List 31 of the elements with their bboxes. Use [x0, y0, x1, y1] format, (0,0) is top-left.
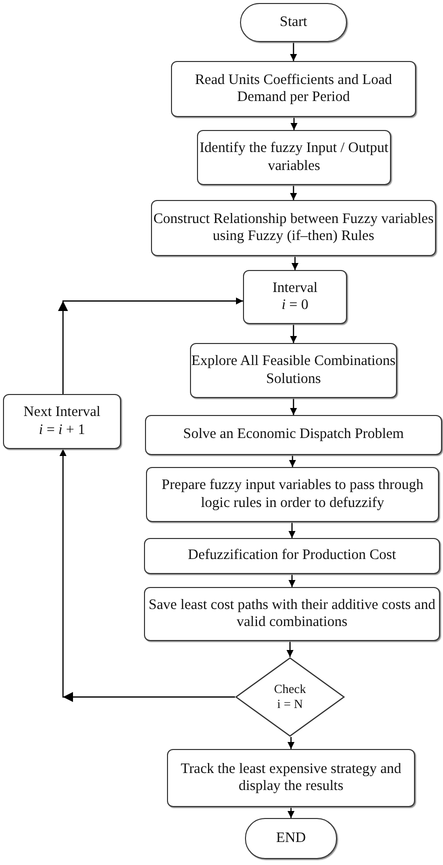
process-box — [144, 538, 440, 574]
step-label: Next Interval — [24, 404, 100, 422]
step-label: Identify the fuzzy Input / Output variables — [198, 140, 390, 175]
step-label: Defuzzification for Production Cost — [188, 547, 396, 565]
process-box — [167, 749, 415, 807]
process-box — [171, 61, 416, 117]
step-label: Interval — [272, 280, 318, 297]
step-label: Prepare fuzzy input variables to pass through logic rules in order to defuzzify — [160, 477, 424, 512]
step-label: Track the least expensive strategy and display the results — [180, 760, 402, 796]
step-label: Construct Relationship between Fuzzy variables using Fuzzy (if–then) Rules — [152, 210, 435, 246]
terminal-box — [245, 818, 337, 859]
process-box — [197, 130, 391, 185]
process-box — [151, 200, 436, 256]
process-box — [145, 415, 442, 455]
step-label: Check — [274, 682, 306, 697]
step-formula: i = 0 — [282, 297, 308, 314]
process-box — [3, 394, 121, 449]
step-label: Read Units Coefficients and Load Demand per Period — [194, 72, 394, 106]
terminal-box — [240, 3, 347, 42]
step-label: Explore All Feasible Combinations Solutions — [191, 353, 396, 388]
step-formula: i = N — [277, 697, 303, 712]
step-label: Start — [280, 14, 308, 32]
process-box — [243, 270, 347, 324]
decision-diamond — [235, 657, 345, 737]
process-box — [190, 343, 397, 398]
step-label: Solve an Economic Dispatch Problem — [183, 426, 404, 444]
process-box — [144, 587, 440, 641]
process-box — [146, 467, 439, 522]
step-formula: i = i + 1 — [38, 422, 86, 439]
step-label: END — [276, 830, 306, 848]
step-label: Save least cost paths with their additive costs and valid combinations — [148, 596, 436, 632]
